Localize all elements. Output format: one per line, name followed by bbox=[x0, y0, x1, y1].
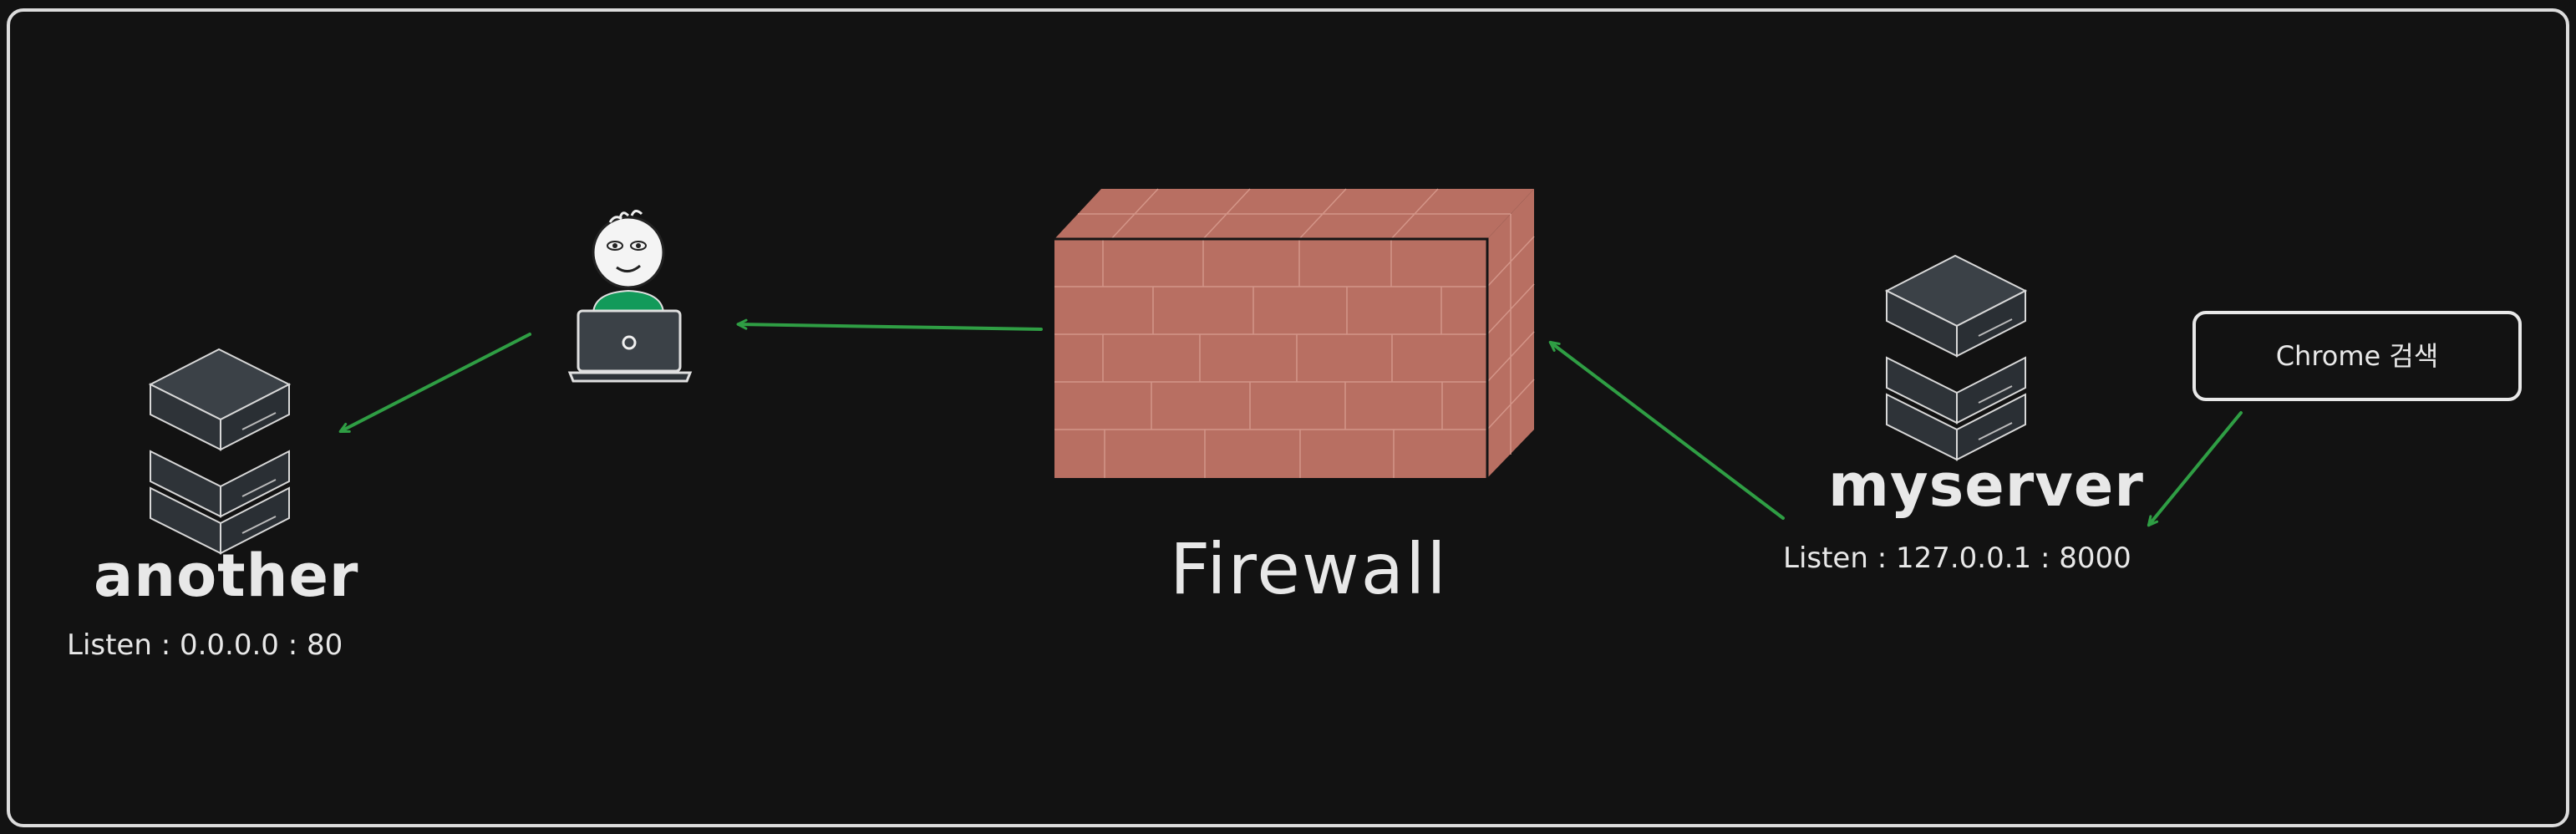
another-listen-address: Listen : 0.0.0.0 : 80 bbox=[67, 628, 343, 662]
arrow-myserver-to-firewall bbox=[1548, 340, 1785, 520]
firewall-title: Firewall bbox=[1170, 528, 1448, 610]
another-server-icon bbox=[148, 348, 292, 555]
firewall-wall-icon bbox=[1054, 188, 1535, 478]
myserver-title: myserver bbox=[1828, 451, 2144, 520]
arrow-chrome-to-myserver bbox=[2147, 411, 2243, 527]
arrow-firewall-to-person bbox=[736, 318, 1043, 331]
chrome-search-label: Chrome 검색 bbox=[2275, 340, 2439, 372]
person-laptop-icon bbox=[567, 210, 693, 383]
myserver-listen-address: Listen : 127.0.0.1 : 8000 bbox=[1783, 542, 2131, 575]
another-server-title: another bbox=[94, 542, 359, 610]
arrow-person-to-another bbox=[338, 333, 531, 433]
diagram-frame bbox=[7, 8, 2569, 827]
myserver-server-icon bbox=[1884, 254, 2028, 461]
chrome-search-box[interactable] bbox=[2192, 311, 2522, 401]
